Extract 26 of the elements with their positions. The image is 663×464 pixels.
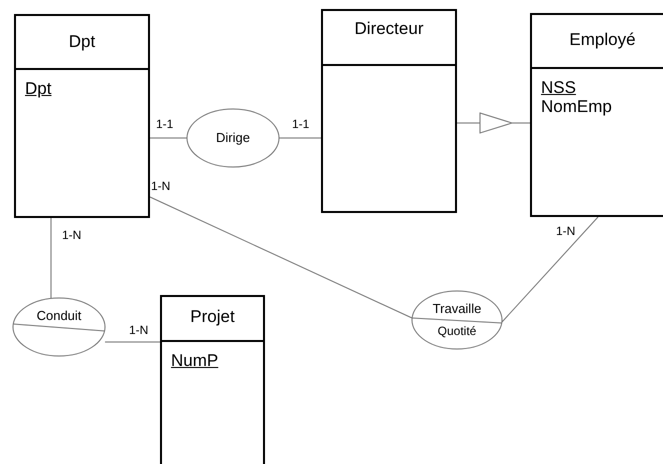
- identifier-attribute: Dpt: [25, 79, 52, 98]
- entity-box: [530, 13, 663, 217]
- relationship-name: Dirige: [215, 130, 251, 145]
- identifier-attribute: NumP: [171, 351, 218, 370]
- cardinality-label: 1-N: [150, 179, 172, 193]
- identifier-attribute: NSS: [541, 78, 577, 97]
- relationship-attribute: Quotité: [436, 324, 478, 338]
- inheritance-connector: [456, 112, 530, 134]
- relationship-name: Travaille: [432, 301, 482, 316]
- entity-name: Employé: [568, 30, 637, 50]
- cardinality-label: 1-1: [291, 117, 310, 131]
- relationship-line: [502, 216, 598, 322]
- cardinality-label: 1-N: [555, 224, 576, 238]
- entity-name: Directeur: [354, 19, 424, 39]
- relationship-line: [150, 196, 412, 318]
- entity-name: Projet: [189, 307, 236, 327]
- entity-box: [160, 295, 265, 464]
- cardinality-label: 1-N: [61, 228, 82, 242]
- entity-box: [321, 9, 457, 213]
- relationship-name: Conduit: [36, 308, 82, 323]
- attribute: NomEmp: [541, 97, 612, 116]
- entity-name: Dpt: [68, 32, 96, 52]
- cardinality-label: 1-N: [128, 323, 150, 337]
- relationship-line: [50, 218, 52, 298]
- entity-box: [14, 14, 150, 218]
- cardinality-label: 1-1: [155, 117, 174, 131]
